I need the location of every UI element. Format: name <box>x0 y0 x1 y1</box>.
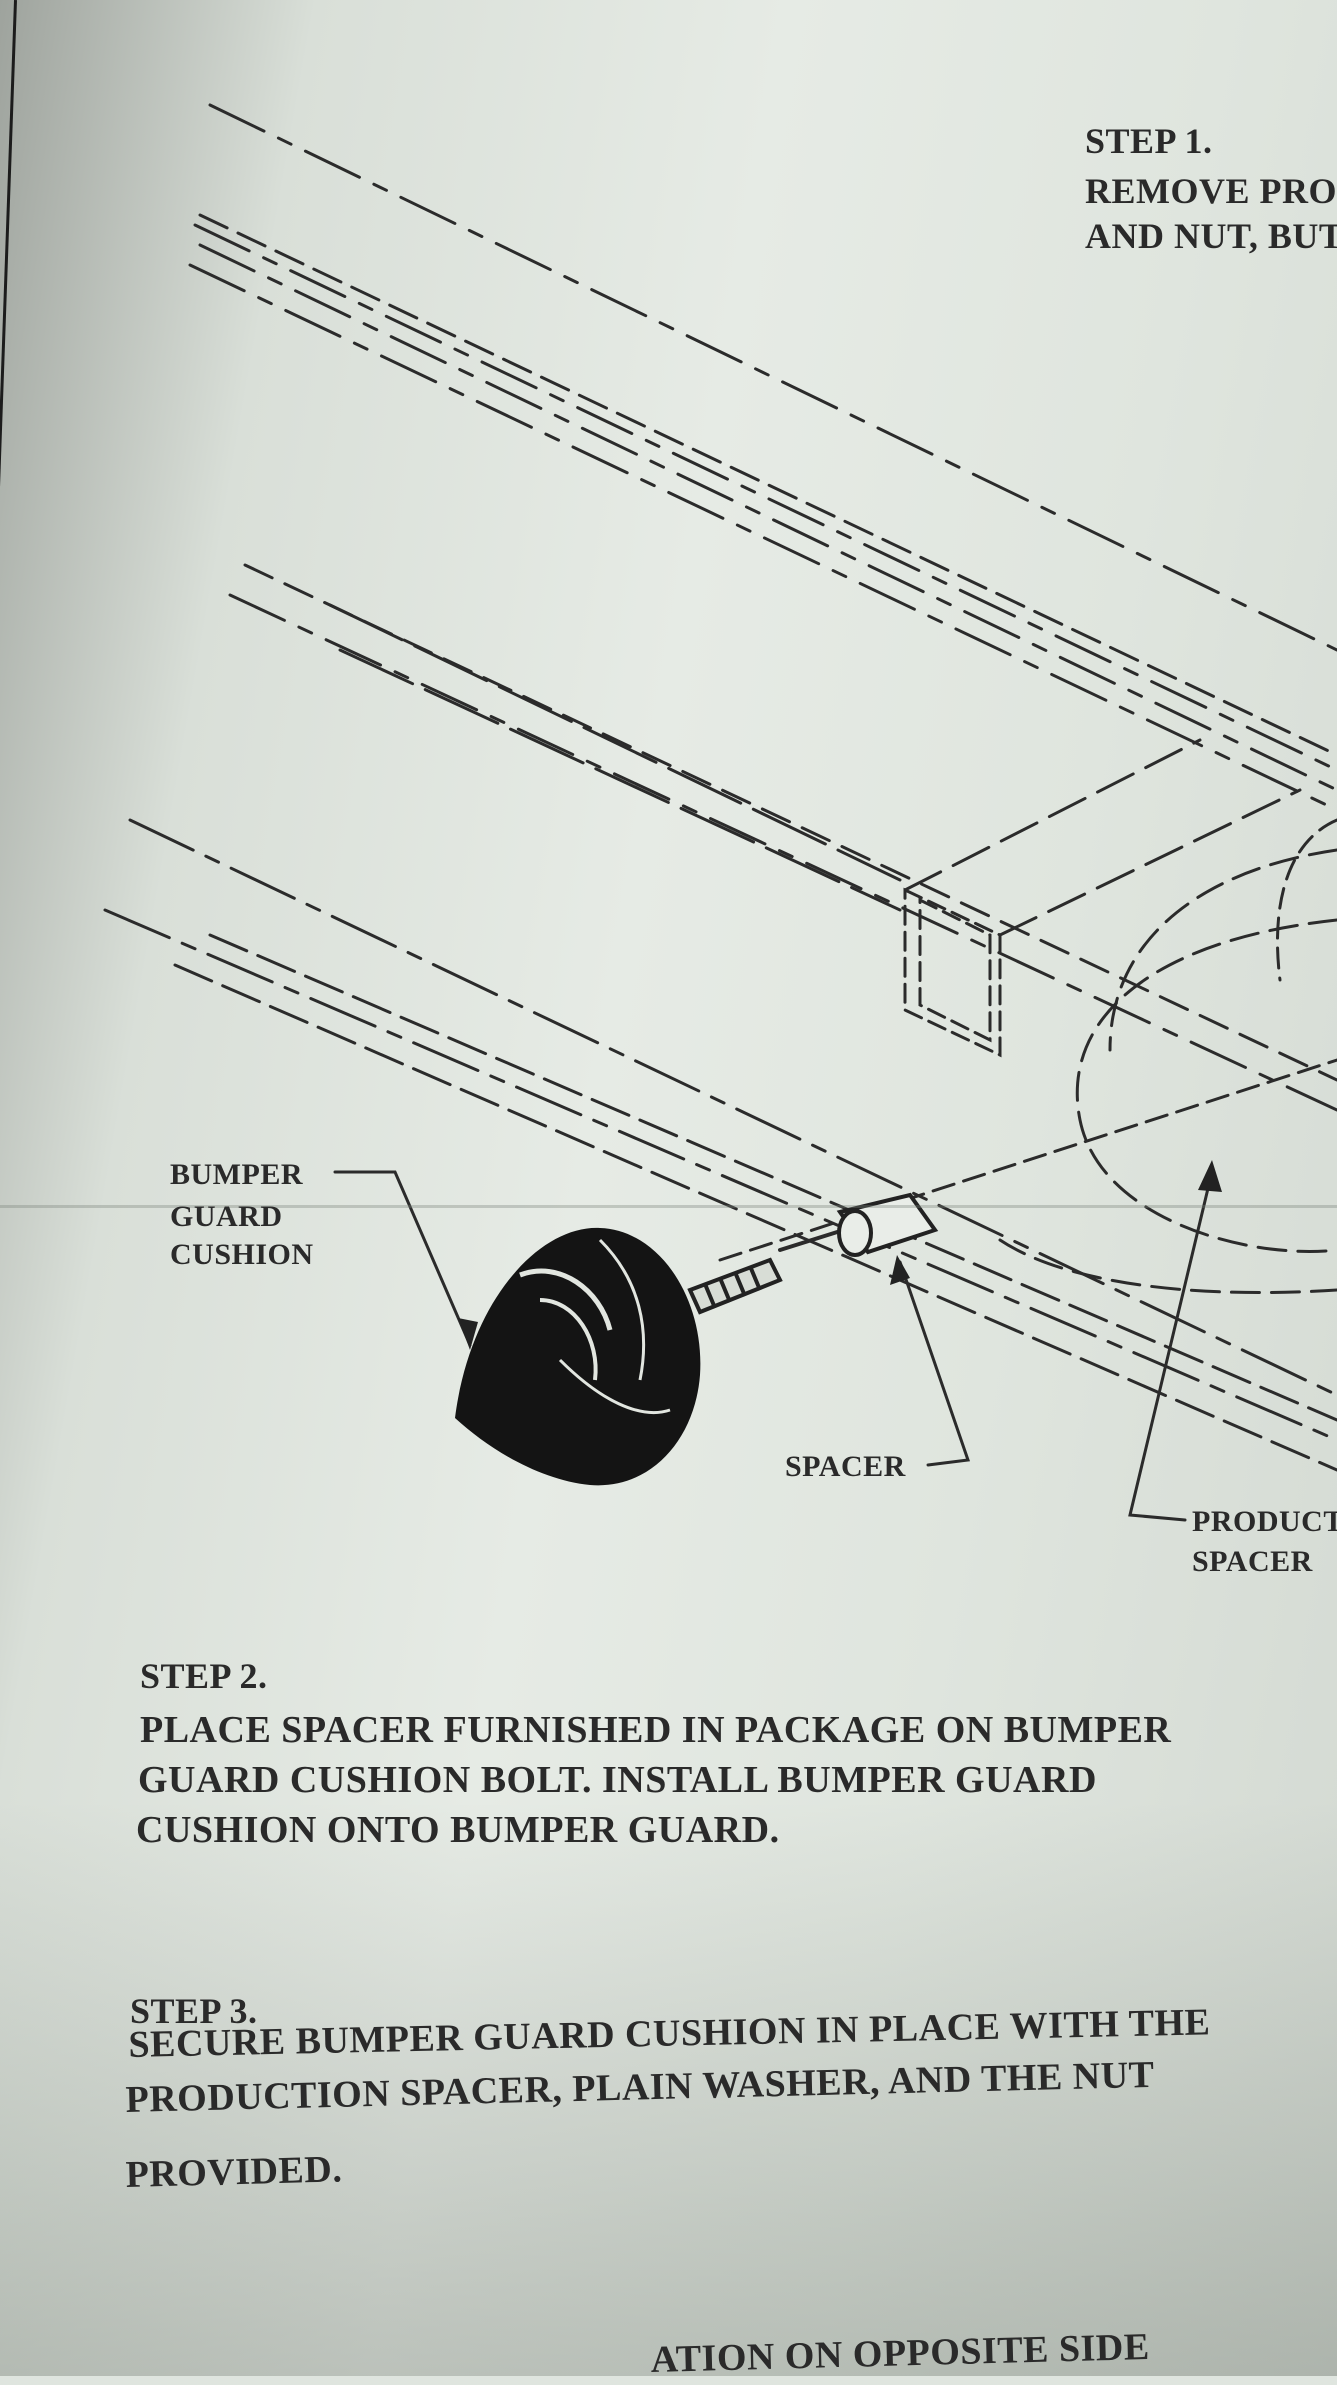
step2-heading: STEP 2. <box>140 1656 268 1696</box>
page-shadow <box>0 1800 1337 2376</box>
bumper-guard-cushion-part <box>455 1227 701 1486</box>
label-production-spacer: SPACER <box>1192 1545 1313 1578</box>
step2-line-2: GUARD CUSHION BOLT. INSTALL BUMPER GUARD <box>138 1759 1097 1801</box>
step3-line-3: PROVIDED. <box>125 2148 343 2196</box>
step1-line-2: AND NUT, BUT <box>1085 216 1337 256</box>
step2-line-1: PLACE SPACER FURNISHED IN PACKAGE ON BUM… <box>140 1709 1172 1751</box>
label-bumper: BUMPER <box>170 1158 303 1191</box>
step2-line-3: CUSHION ONTO BUMPER GUARD. <box>136 1809 780 1851</box>
step1-heading: STEP 1. <box>1085 121 1213 161</box>
diagram-line <box>208 103 1337 652</box>
step1-line-1: REMOVE PROD <box>1085 171 1337 211</box>
label-production: PRODUCT <box>1192 1505 1337 1538</box>
bumper-guard-cushion-leader <box>333 1170 472 1347</box>
paper-fold-crease <box>0 1205 1337 1208</box>
label-cushion: CUSHION <box>170 1238 314 1271</box>
label-spacer: SPACER <box>785 1450 906 1483</box>
step3-heading: STEP 3. <box>130 1991 258 2031</box>
spacer-part <box>836 1192 939 1257</box>
threaded-bolt <box>687 1257 783 1315</box>
label-guard: GUARD <box>170 1200 283 1233</box>
